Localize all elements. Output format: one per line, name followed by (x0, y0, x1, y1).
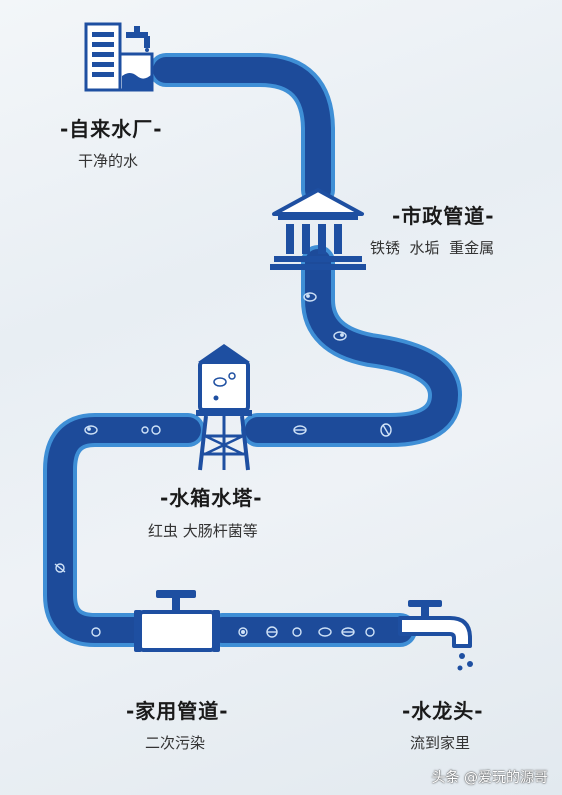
stage-title-faucet: -水龙头- (402, 699, 484, 723)
valve-icon (134, 590, 220, 652)
stage-desc-water-tower: 红虫 大肠杆菌等 (148, 522, 258, 540)
government-building-icon (270, 188, 366, 270)
watermark: 头条 @爱玩的源哥 (431, 770, 548, 786)
stage-desc-faucet: 流到家里 (410, 734, 471, 752)
pipe-body (47, 57, 458, 643)
germ-icon (54, 292, 392, 638)
stage-title-home-pipe: -家用管道- (126, 699, 229, 723)
stage-desc-waterworks: 干净的水 (78, 152, 139, 170)
factory-icon (84, 22, 154, 92)
stage-title-waterworks: -自来水厂- (60, 117, 163, 141)
stage-desc-home-pipe: 二次污染 (145, 734, 206, 752)
stage-title-water-tower: -水箱水塔- (160, 486, 263, 510)
stage-title-municipal-pipe: -市政管道- (392, 204, 495, 228)
faucet-icon (398, 600, 473, 671)
stage-desc-municipal-pipe: 铁锈 水垢 重金属 (370, 239, 495, 257)
water-tower-icon (196, 344, 252, 471)
